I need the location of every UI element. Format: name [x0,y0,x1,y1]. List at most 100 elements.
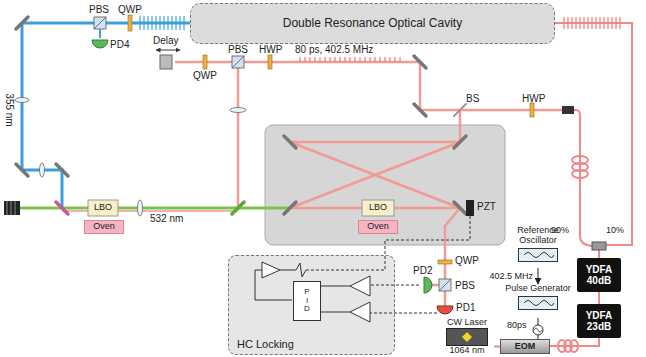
ir-pulse-train [334,57,335,62]
part-label: PZT [477,202,496,212]
red-beam [62,62,562,306]
rf-source-symbol [533,325,543,335]
ir-pulse-train [314,57,315,62]
photodetector [437,306,453,314]
lbo-crystal [88,200,118,216]
shg-cavity-housing [265,125,505,245]
waveplate [128,15,132,31]
delay-stage [160,55,172,69]
blue-pulse-train [167,16,168,30]
laser-icon [462,332,472,342]
pbs-cube [94,17,106,29]
locking-electronics [350,276,370,296]
lbo-crystal [88,200,394,216]
mirror [284,202,296,214]
part-label: PD2 [413,266,432,276]
red-pulse-train [615,17,616,29]
part-label: BS [466,94,479,104]
ir-pulse-train [384,57,385,62]
beam-dump [7,201,15,215]
pbs-cube [94,17,106,29]
node-text: D [304,305,310,314]
red-pulse-train [575,17,576,29]
blue-pulse-train [183,16,184,30]
amplifier-box: YDFA 23dB [577,304,621,338]
waveplate [203,55,207,69]
part-label: PD1 [456,303,475,313]
ir-pulse-train [369,57,370,62]
part-label: LBO [369,203,387,212]
lens [15,98,246,217]
oven-box: Oven [358,220,398,234]
node-text: YDFA 23dB [577,310,621,332]
lens [15,98,29,103]
instrument-icon [518,296,558,310]
ir-pulse-train [394,57,395,62]
red-beam [459,110,462,142]
fiber [570,340,578,352]
delay-stage [156,50,180,51]
mirror [414,56,426,68]
red-beam [175,62,562,110]
signal-wire [306,216,470,270]
ir-pulse-train [299,57,300,62]
fiber [572,170,588,178]
pzt-actuator [466,200,474,216]
node-text: HC Locking [237,338,294,350]
laser-box: CW Laser1064 nm [440,318,494,356]
red-pulse-train [579,17,580,29]
ir-pulse-train [399,57,400,62]
lbo-crystal [362,200,394,216]
ir-pulse-train [359,57,360,62]
delay-stage [156,50,180,69]
node-text: I [306,297,308,306]
blue-pulse-train [151,16,152,30]
connector [538,268,539,284]
waveplate [438,260,452,264]
part-label: 90% [551,226,569,235]
part-label: 80 ps, 402.5 MHz [295,45,373,55]
photodetector [99,29,101,38]
rf-source-symbol [534,328,542,332]
part-label: LBO [94,203,112,212]
red-pulse-train [611,17,612,29]
node-text: Oven [93,222,115,232]
part-label: 80ps [507,321,527,330]
red-pulse-train [599,17,600,29]
locking-electronics [350,302,370,322]
part-label: 532 nm [150,214,183,224]
dichroic-mirror [56,202,68,214]
locking-electronics [262,262,280,278]
pzt-actuator [466,200,474,216]
blue-pulse-train [163,16,164,30]
pbs-cube [439,279,451,291]
ir-pulse-train [379,57,380,62]
locking-electronics [255,262,370,322]
ir-pulse-train [349,57,350,62]
blue-pulse-train [171,16,172,30]
cavity-box: Double Resonance Optical Cavity [190,3,555,44]
mirror [16,17,466,214]
red-beam [290,142,460,208]
node-text: 1064 nm [449,346,484,356]
part-label: PD4 [110,40,129,50]
blue-pulse-train [155,16,156,30]
photodetector [92,40,108,48]
ir-pulse-train [364,57,365,62]
ir-pulse-train [354,57,355,62]
blue-pulse-train [139,16,140,30]
blue-pulse-train [179,16,180,30]
ir-pulse-train [344,57,345,62]
oven-box: Oven [84,220,124,234]
locking-electronics [296,263,306,277]
dichroic-mirror [56,104,466,214]
blue-pulse-train [175,16,176,30]
shg-cavity-housing [265,125,505,245]
connector [598,292,600,304]
laser-body [446,328,488,346]
mirror [454,202,466,214]
part-label: QWP [455,256,479,266]
lens [230,108,246,113]
photodetector [424,277,432,293]
blue-pulse-train [159,16,160,30]
